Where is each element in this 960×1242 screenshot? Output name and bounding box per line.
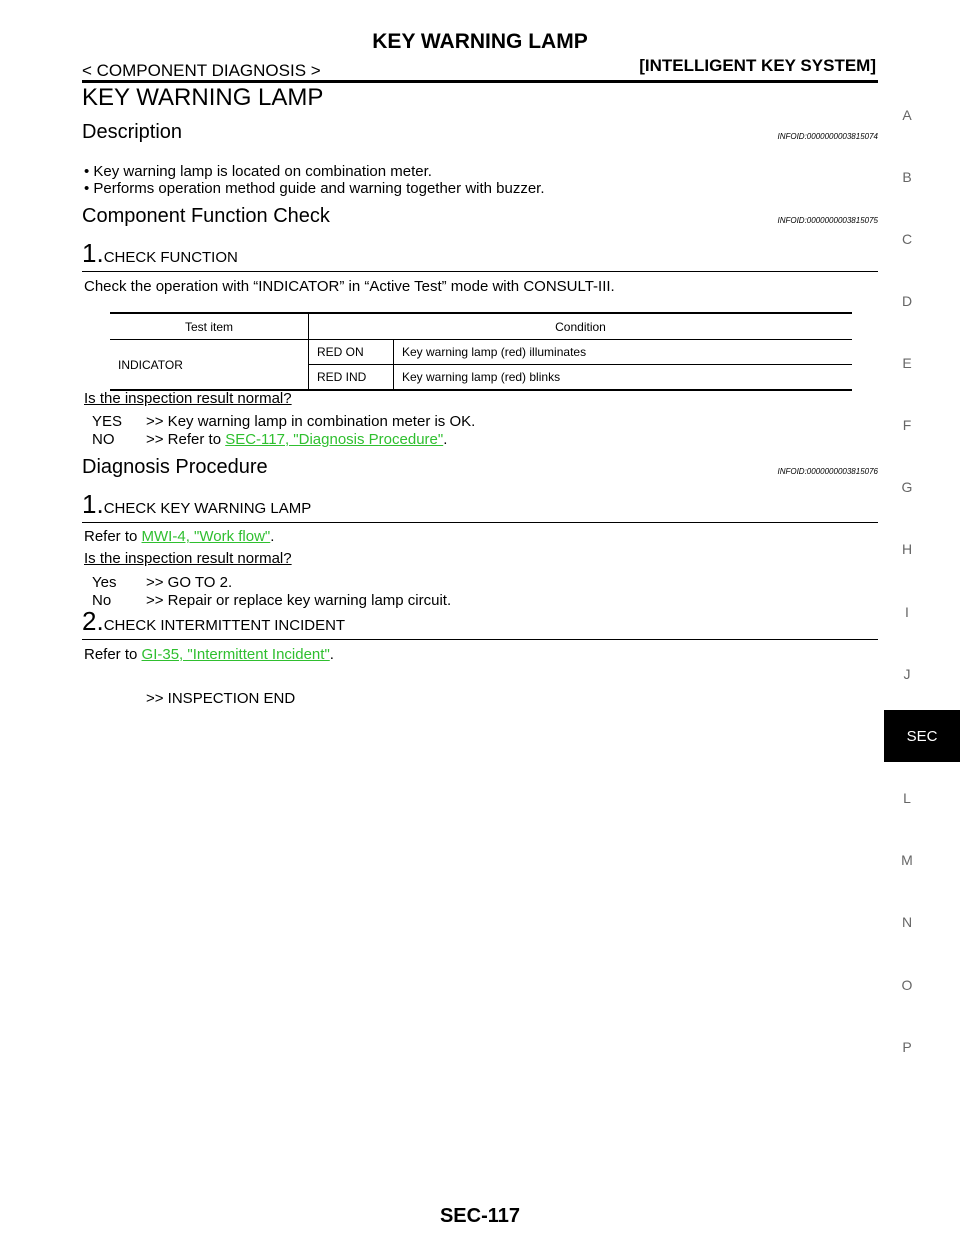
table-header-row: Test item Condition <box>110 312 852 340</box>
answer-yes: Yes>> GO TO 2. <box>92 574 233 591</box>
header-system-label: [INTELLIGENT KEY SYSTEM] <box>639 56 876 75</box>
answer-no: No>> Repair or replace key warning lamp … <box>92 592 452 609</box>
active-test-table: Test item Condition INDICATOR RED ON Key… <box>110 312 852 391</box>
table-row: INDICATOR RED ON Key warning lamp (red) … <box>110 339 852 391</box>
side-index-e[interactable]: E <box>902 355 912 371</box>
side-index-i[interactable]: I <box>905 604 909 620</box>
link-work-flow[interactable]: MWI-4, "Work flow" <box>141 528 271 545</box>
step-check-function: 1.CHECK FUNCTION <box>82 238 878 272</box>
answer-yes: YES>> Key warning lamp in combination me… <box>92 413 476 430</box>
answer-no: NO>> Refer to SEC-117, "Diagnosis Proced… <box>92 431 448 448</box>
side-index-o[interactable]: O <box>901 977 913 993</box>
check-instruction: Check the operation with “INDICATOR” in … <box>84 278 615 295</box>
side-index-f[interactable]: F <box>902 417 912 433</box>
description-bullet: Performs operation method guide and warn… <box>84 180 544 197</box>
description-heading: Description INFOID:0000000003815074 <box>82 121 878 143</box>
side-index-c[interactable]: C <box>901 231 913 247</box>
mode-cell: RED IND <box>308 364 394 391</box>
col-condition: Condition <box>308 312 852 340</box>
side-index-l[interactable]: L <box>903 790 911 806</box>
link-diagnosis-procedure[interactable]: SEC-117, "Diagnosis Procedure" <box>225 431 444 448</box>
side-index-j[interactable]: J <box>903 666 911 682</box>
result-cell: Key warning lamp (red) illuminates <box>393 339 852 365</box>
header-rule <box>82 80 878 83</box>
step2-reference: Refer to GI-35, "Intermittent Incident". <box>84 646 334 663</box>
result-cell: Key warning lamp (red) blinks <box>393 364 852 391</box>
step-title: CHECK INTERMITTENT INCIDENT <box>103 617 346 634</box>
header-section-label: < COMPONENT DIAGNOSIS > <box>82 61 321 80</box>
side-index-b[interactable]: B <box>902 169 912 185</box>
link-intermittent-incident[interactable]: GI-35, "Intermittent Incident" <box>141 646 330 663</box>
header-title: KEY WARNING LAMP <box>372 30 588 53</box>
side-index-sec-active[interactable]: SEC <box>884 710 960 762</box>
step-check-key-warning-lamp: 1.CHECK KEY WARNING LAMP <box>82 489 878 523</box>
page-title: KEY WARNING LAMP <box>82 84 324 111</box>
step-number: 1. <box>82 489 104 519</box>
mode-cell: RED ON <box>308 339 394 365</box>
test-item-cell: INDICATOR <box>110 339 309 391</box>
side-index-n[interactable]: N <box>901 914 913 930</box>
side-index-m[interactable]: M <box>901 852 913 868</box>
table-row: RED IND Key warning lamp (red) blinks <box>110 364 852 391</box>
inspection-question: Is the inspection result normal? <box>84 550 292 567</box>
col-test-item: Test item <box>110 312 309 340</box>
diagnosis-heading: Diagnosis Procedure INFOID:0000000003815… <box>82 456 878 478</box>
step-title: CHECK FUNCTION <box>103 249 238 266</box>
side-index-h[interactable]: H <box>901 541 913 557</box>
side-index-p[interactable]: P <box>902 1039 912 1055</box>
step-number: 2. <box>82 606 104 636</box>
step-number: 1. <box>82 238 104 268</box>
component-check-infoid: INFOID:0000000003815075 <box>777 216 878 225</box>
step-check-intermittent-incident: 2.CHECK INTERMITTENT INCIDENT <box>82 606 878 640</box>
component-check-heading: Component Function Check INFOID:00000000… <box>82 205 878 227</box>
inspection-end: >> INSPECTION END <box>146 690 296 707</box>
inspection-question: Is the inspection result normal? <box>84 390 292 407</box>
step-title: CHECK KEY WARNING LAMP <box>103 500 312 517</box>
side-index-a[interactable]: A <box>902 107 912 123</box>
page-number: SEC-117 <box>439 1205 521 1227</box>
description-bullet: Key warning lamp is located on combinati… <box>84 163 432 180</box>
step1-reference: Refer to MWI-4, "Work flow". <box>84 528 275 545</box>
side-index-g[interactable]: G <box>901 479 913 495</box>
diagnosis-infoid: INFOID:0000000003815076 <box>777 467 878 476</box>
side-index-d[interactable]: D <box>901 293 913 309</box>
description-infoid: INFOID:0000000003815074 <box>777 132 878 141</box>
